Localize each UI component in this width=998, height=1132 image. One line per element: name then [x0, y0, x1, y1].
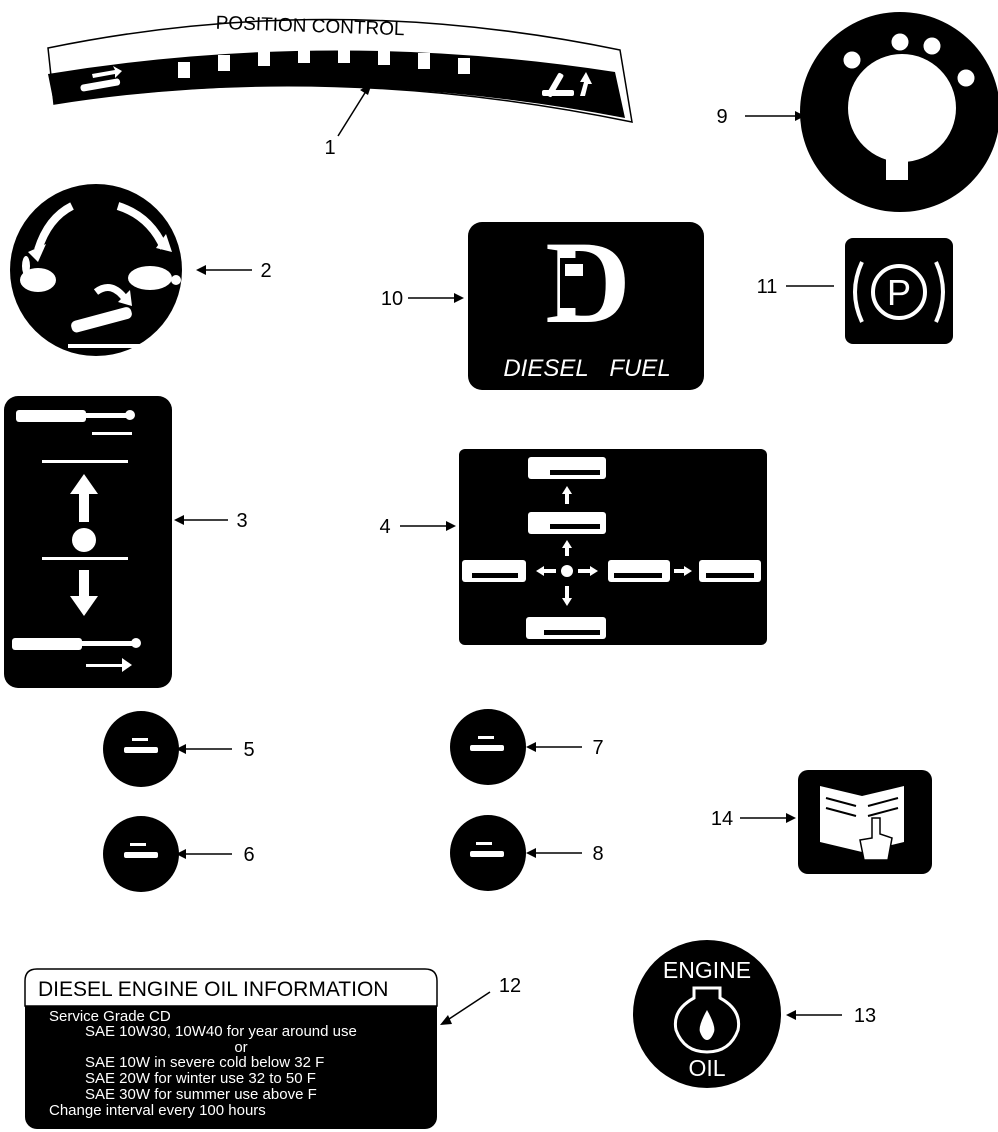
hydraulic-lift-decal: 3	[4, 396, 248, 688]
callout-2: 2	[260, 260, 271, 282]
callout-11: 11	[757, 276, 778, 298]
oil-info-line: SAE 10W30, 10W40 for year around use	[85, 1023, 357, 1040]
callout-8: 8	[592, 843, 603, 865]
oil-info-line: or	[234, 1039, 247, 1056]
turtle-icon	[128, 266, 172, 290]
hand-icon	[859, 817, 893, 861]
callout-5: 5	[243, 739, 254, 761]
oil-info-line: SAE 10W in severe cold below 32 F	[85, 1054, 324, 1071]
oil-info-line: Service Grade CD	[49, 1008, 171, 1025]
parking-brake-decal: P 11	[757, 238, 953, 344]
callout-12: 12	[499, 975, 521, 997]
read-manual-decal: 14	[711, 770, 932, 874]
raised-implement-icon	[542, 72, 592, 98]
cylinder-decal-6: 6	[103, 816, 255, 892]
lowered-implement-icon	[80, 66, 122, 92]
fuel-label: FUEL	[609, 355, 670, 382]
key-position-icons	[842, 32, 976, 88]
oil-info-line: Change interval every 100 hours	[49, 1102, 266, 1119]
callout-6: 6	[243, 844, 254, 866]
speed-range-decal: 2	[10, 184, 272, 356]
diesel-label: DIESEL	[503, 355, 588, 382]
oil-info-title: DIESEL ENGINE OIL INFORMATION	[38, 978, 388, 1001]
oil-drop-icon	[673, 986, 741, 1054]
engine-oil-bottom-label: OIL	[688, 1055, 725, 1081]
rabbit-icon	[20, 268, 56, 292]
engine-oil-decal: ENGINE OIL 13	[633, 940, 876, 1088]
callout-9: 9	[716, 106, 727, 128]
callout-10: 10	[381, 288, 403, 310]
oil-information-decal: DIESEL ENGINE OIL INFORMATION Service Gr…	[24, 968, 521, 1129]
key-switch-decal: 9	[716, 12, 998, 212]
callout-4: 4	[379, 516, 390, 538]
cylinder-retracted-icon	[16, 410, 135, 435]
cylinder-decal-8: 8	[450, 815, 604, 891]
cylinder-extended-icon	[12, 638, 141, 672]
position-control-decal: POSITION CONTROL 1	[47, 13, 633, 159]
callout-3: 3	[236, 510, 247, 532]
callout-13: 13	[854, 1005, 876, 1027]
oil-info-line: SAE 20W for winter use 32 to 50 F	[85, 1070, 316, 1087]
control-pattern-decal: 4	[379, 449, 767, 645]
engine-oil-top-label: ENGINE	[663, 957, 751, 983]
parking-letter: P	[887, 272, 911, 313]
cylinder-decal-5: 5	[103, 711, 255, 787]
diesel-fuel-decal: D DIESEL FUEL 10	[381, 217, 704, 390]
oil-info-line: SAE 30W for summer use above F	[85, 1086, 317, 1103]
callout-1: 1	[324, 137, 335, 159]
cylinder-decal-7: 7	[450, 709, 604, 785]
callout-7: 7	[592, 737, 603, 759]
callout-14: 14	[711, 808, 733, 830]
